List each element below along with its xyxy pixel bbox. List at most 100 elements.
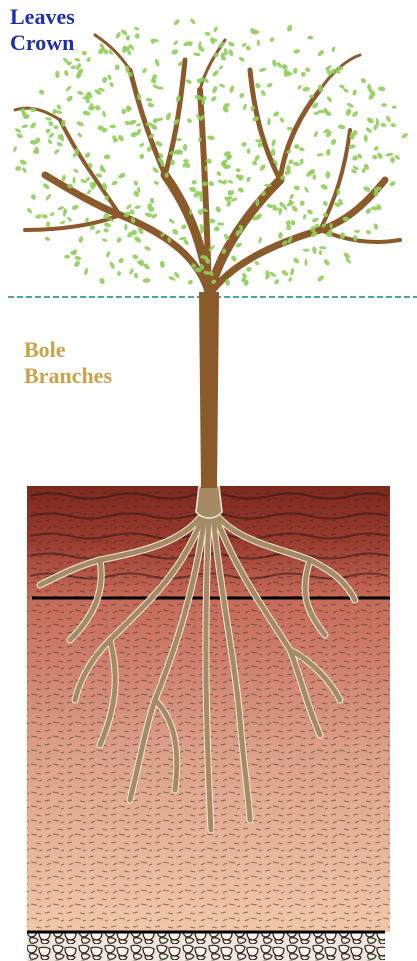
leaf [189, 186, 197, 193]
leaf [360, 77, 367, 84]
leaf [183, 144, 187, 151]
leaf [173, 271, 181, 279]
leaf [293, 49, 301, 55]
leaf [33, 150, 39, 154]
leaf [281, 269, 290, 277]
leaf [236, 168, 241, 172]
leaf [362, 185, 371, 192]
leaf [146, 97, 153, 102]
leaf [365, 229, 371, 235]
leaf [306, 208, 314, 215]
leaf [183, 159, 189, 164]
leaf [53, 125, 59, 129]
bedrock-layer [27, 932, 385, 961]
leaf [237, 186, 245, 193]
leaf [83, 267, 88, 275]
leaf [211, 85, 218, 94]
leaf [312, 246, 317, 254]
leaf [241, 141, 248, 147]
leaf [390, 123, 396, 128]
leaf [185, 78, 193, 84]
leaf [229, 85, 235, 93]
leaf [181, 224, 187, 230]
leaf [300, 200, 305, 205]
branches-label: Branches [24, 363, 112, 389]
leaf [152, 166, 160, 174]
leaf [82, 51, 87, 56]
leaf [292, 161, 300, 166]
leaf [254, 260, 260, 266]
leaf [385, 115, 392, 123]
leaf [320, 183, 329, 191]
leaf [216, 170, 222, 177]
leaf [303, 249, 310, 252]
leaf [389, 180, 397, 187]
leaf [267, 118, 271, 126]
leaf [304, 66, 311, 73]
leaf [258, 236, 263, 243]
leaf [128, 268, 134, 275]
leaf [217, 222, 224, 226]
leaf [317, 49, 325, 57]
leaf [319, 246, 327, 250]
leaf [115, 31, 122, 39]
leaf [193, 52, 201, 57]
leaf [227, 179, 234, 184]
leaf [171, 48, 180, 55]
leaf [290, 268, 295, 276]
leaf [14, 127, 21, 133]
leaf [150, 78, 157, 85]
leaf [73, 260, 81, 268]
leaf [279, 117, 285, 123]
leaf [230, 254, 238, 262]
leaf [116, 236, 123, 243]
leaf [105, 251, 110, 258]
leaf [272, 207, 279, 211]
leaf [394, 154, 401, 161]
leaf [307, 36, 313, 40]
leaf [159, 260, 165, 268]
crown-label: Crown [10, 30, 75, 56]
leaf [168, 275, 176, 281]
leaf [298, 147, 305, 152]
leaf [300, 158, 304, 164]
leaf [101, 76, 108, 83]
leaf [287, 127, 294, 131]
leaf [226, 200, 232, 207]
leaf [49, 211, 55, 217]
leaf [72, 177, 76, 184]
leaf [390, 157, 395, 164]
leaf [63, 70, 69, 77]
leaf [30, 193, 37, 200]
leaf [323, 258, 331, 266]
leaf [326, 96, 333, 103]
leaf [330, 138, 338, 146]
leaf [322, 200, 329, 207]
leaf [42, 182, 50, 190]
leaf [245, 266, 252, 273]
leaf [316, 153, 323, 157]
leaf [115, 64, 120, 70]
leaf [77, 132, 83, 138]
leaf [26, 207, 33, 214]
leaf [269, 271, 277, 278]
leaf [346, 102, 354, 109]
leaf [401, 132, 409, 139]
trunk [199, 292, 219, 488]
leaf [76, 120, 85, 127]
leaf [292, 257, 300, 265]
leaf [291, 205, 299, 213]
leaf [257, 40, 261, 46]
leaf [373, 145, 380, 152]
leaf [70, 65, 76, 70]
leaf [303, 186, 309, 193]
leaf [132, 253, 139, 260]
leaf [331, 46, 336, 53]
leaf [109, 124, 116, 128]
leaf [273, 278, 280, 285]
leaf [29, 121, 37, 129]
leaf [272, 59, 278, 67]
leaf [120, 28, 128, 36]
leaf [186, 117, 193, 123]
